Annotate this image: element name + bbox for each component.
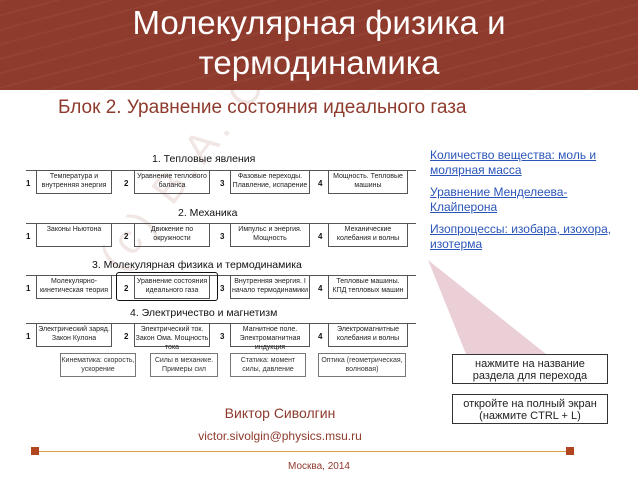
current-topic-highlight [116, 272, 218, 301]
cell-number: 4 [318, 284, 323, 293]
topic-cell[interactable]: Мощность. Тепловые машины [328, 170, 408, 194]
section-title-2[interactable]: 2. Механика [178, 207, 238, 219]
section-title-1[interactable]: 1. Тепловые явления [152, 153, 256, 165]
cell-number: 3 [220, 232, 225, 241]
section-divider [26, 170, 416, 171]
section-divider [26, 223, 416, 224]
topic-cell-current[interactable]: Уравнение состояния идеального газа [134, 275, 210, 299]
extra-topic-cell[interactable]: Кинематика: скорость, ускорение [60, 353, 136, 377]
cell-number: 4 [318, 179, 323, 188]
topic-cell[interactable]: Магнитное поле. Электромагнитная индукци… [230, 323, 310, 351]
topic-cell[interactable]: Тепловые машины. КПД тепловых машин [328, 275, 408, 299]
cell-number: 1 [26, 332, 31, 341]
topic-cell[interactable]: Уравнение теплового баланса [134, 170, 210, 194]
extra-topic-cell[interactable]: Силы в механике. Примеры сил [150, 353, 218, 377]
slide-subtitle: Блок 2. Уравнение состояния идеального г… [58, 97, 467, 118]
cell-number: 1 [26, 179, 31, 188]
cell-number: 3 [220, 284, 225, 293]
extra-topic-cell[interactable]: Статика: момент силы, давление [230, 353, 306, 377]
cell-number: 1 [26, 284, 31, 293]
topic-cell[interactable]: Температура и внутренняя энергия [36, 170, 112, 194]
topic-cell[interactable]: Электрический заряд. Закон Кулона [36, 323, 112, 347]
section-divider [26, 275, 416, 276]
section-divider [26, 323, 416, 324]
section-title-3[interactable]: 3. Молекулярная физика и термодинамика [92, 259, 302, 271]
topic-cell[interactable]: Механические колебания и волны [328, 223, 408, 247]
title-banner: Молекулярная физика и термодинамика [0, 0, 638, 90]
link-mendeleev-clapeyron[interactable]: Уравнение Менделеева-Клайперона [430, 185, 568, 214]
cell-number: 2 [124, 232, 129, 241]
topic-cell[interactable]: Фазовые переходы. Плавление, испарение [230, 170, 310, 194]
footer-dot-right [566, 447, 574, 455]
slide-title-line2: термодинамика [198, 44, 440, 81]
link-amount-of-substance[interactable]: Количество вещества: моль и молярная мас… [430, 148, 597, 177]
cell-number: 2 [124, 179, 129, 188]
location-year: Москва, 2014 [288, 461, 350, 472]
author-email: victor.sivolgin@physics.msu.ru [198, 429, 362, 443]
topic-cell[interactable]: Внутренняя энергия. I начало термодинами… [230, 275, 310, 299]
footer-dot-left [31, 447, 39, 455]
cell-number: 2 [124, 332, 129, 341]
cell-number: 2 [124, 284, 129, 293]
hint-fullscreen: откройте на полный экран (нажмите CTRL +… [452, 394, 608, 424]
topic-cell[interactable]: Электромагнитные колебания и волны [328, 323, 408, 347]
topic-cell[interactable]: Молекулярно-кинетическая теория [36, 275, 112, 299]
callout-pointer [428, 260, 546, 354]
hint-click-section: нажмите на название раздела для перехода [452, 354, 608, 384]
link-isoprocesses[interactable]: Изопроцессы: изобара, изохора, изотерма [430, 222, 612, 251]
slide-title-line1: Молекулярная физика и [132, 4, 506, 41]
cell-number: 3 [220, 332, 225, 341]
topic-cell[interactable]: Законы Ньютона [36, 223, 112, 247]
topic-cell[interactable]: Импульс и энергия. Мощность [230, 223, 310, 247]
section-title-4[interactable]: 4. Электричество и магнетизм [130, 307, 278, 319]
cell-number: 1 [26, 232, 31, 241]
cell-number: 4 [318, 232, 323, 241]
subtopic-links: Количество вещества: моль и молярная мас… [430, 148, 625, 259]
author-name: Виктор Сиволгин [224, 405, 336, 421]
topic-cell[interactable]: Электрический ток. Закон Ома. Мощность т… [134, 323, 210, 351]
topic-cell[interactable]: Движение по окружности [134, 223, 210, 247]
cell-number: 4 [318, 332, 323, 341]
footer-divider [38, 451, 566, 452]
extra-topic-cell[interactable]: Оптика (геометрическая, волновая) [318, 353, 406, 377]
course-diagram: 1. Тепловые явления 1 Температура и внут… [26, 149, 416, 381]
cell-number: 3 [220, 179, 225, 188]
